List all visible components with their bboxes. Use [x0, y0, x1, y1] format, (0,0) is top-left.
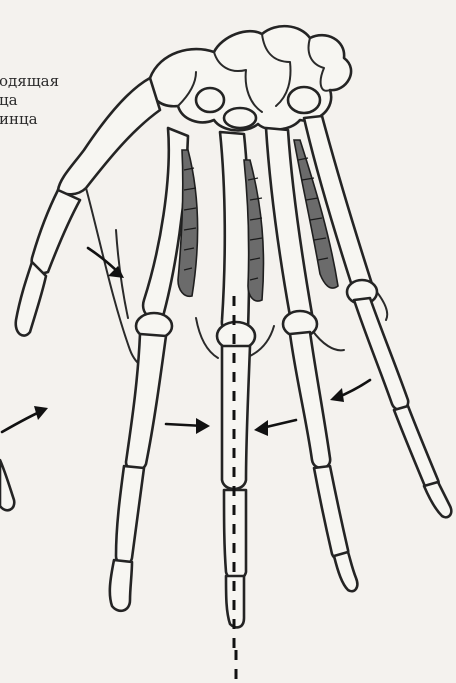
arrow-index [166, 418, 210, 434]
arrow-little [330, 380, 370, 402]
carpal-bones [149, 26, 351, 130]
thumb-bones [16, 78, 160, 336]
interosseous-muscles [178, 140, 338, 301]
ring-finger-bones [283, 311, 357, 591]
little-finger-bones [347, 280, 451, 517]
index-finger-bones [110, 313, 172, 611]
partial-finger-left-edge [0, 460, 14, 510]
arrow-left-edge [2, 406, 48, 432]
middle-finger-bones [217, 322, 255, 627]
arrow-ring [254, 420, 296, 436]
